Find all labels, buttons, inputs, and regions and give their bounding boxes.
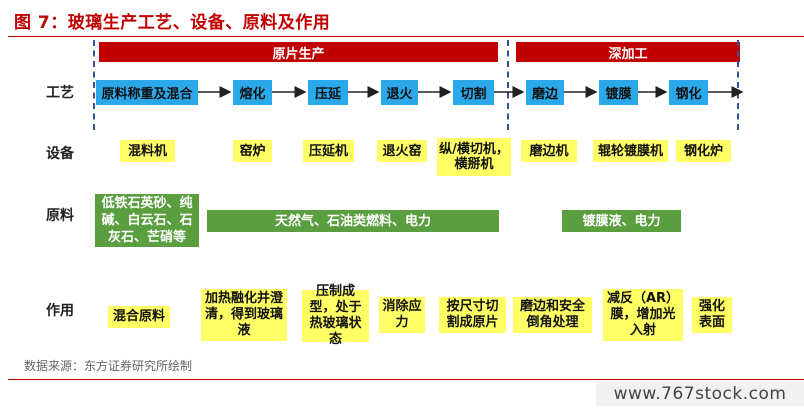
equipment-cutters: 纵/横切机，横掰机 [437,138,511,176]
equipment-edger: 磨边机 [521,140,577,162]
function-melt: 加热融化并澄清，得到玻璃液 [201,289,287,341]
materials-coating: 镀膜液、电力 [562,210,681,232]
function-stress-relief: 消除应力 [379,297,425,333]
function-edge-safety: 磨边和安全倒角处理 [513,297,592,333]
function-mix: 混合原料 [108,306,170,328]
process-step-cutting: 切割 [453,80,494,105]
phase-bar-deep: 深加工 [516,42,740,62]
row-label-materials: 原料 [46,208,74,224]
equipment-mixer: 混料机 [120,140,175,162]
row-label-equipment: 设备 [46,146,74,162]
top-rule [8,36,804,37]
process-step-annealing: 退火 [381,80,418,105]
row-label-function: 作用 [46,303,74,319]
bottom-rule [8,379,804,380]
equipment-annealing-kiln: 退火窑 [377,140,427,162]
equipment-roller-coater: 辊轮镀膜机 [593,140,668,162]
row-label-process: 工艺 [46,85,74,101]
watermark: www.767stock.com [596,382,804,406]
divider-start [93,40,95,130]
function-cut-sheets: 按尺寸切割成原片 [439,297,506,333]
equipment-roller-press: 压延机 [303,140,354,162]
data-source: 数据来源：东方证券研究所绘制 [24,359,193,373]
function-strengthen: 强化表面 [692,297,732,333]
process-step-tempering: 钢化 [669,80,708,105]
figure-title: 图 7：玻璃生产工艺、设备、原料及作用 [14,13,331,33]
equipment-tempering-furnace: 钢化炉 [676,140,731,162]
function-ar-coating: 减反（AR）膜，增加光入射 [603,289,683,341]
divider-phase [507,40,509,130]
process-step-coating: 镀膜 [599,80,638,105]
process-step-mixing: 原料称重及混合 [96,80,198,105]
process-step-rolling: 压延 [308,80,348,105]
materials-fuel: 天然气、石油类燃料、电力 [207,210,499,232]
equipment-furnace: 窑炉 [233,140,272,162]
process-step-edging: 磨边 [526,80,564,105]
process-step-melting: 熔化 [233,80,272,105]
divider-end [737,40,739,130]
phase-bar-primary: 原片生产 [99,42,498,62]
materials-raw: 低铁石英砂、纯碱、白云石、石灰石、芒硝等 [95,194,199,247]
function-shape: 压制成型，处于热玻璃状态 [302,284,369,347]
